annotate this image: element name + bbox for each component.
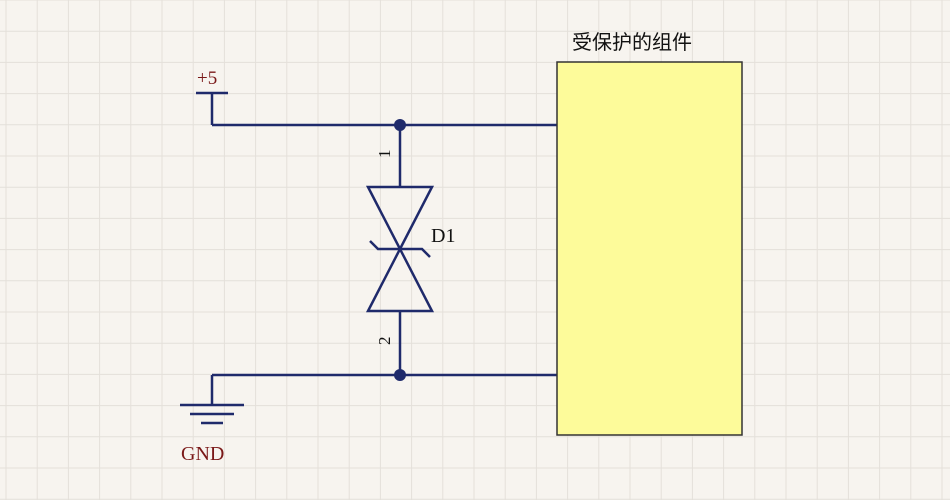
diode-zener-bar — [369, 240, 431, 258]
protected-component[interactable]: 受保护的组件 — [556, 30, 743, 436]
vcc-power-port[interactable]: +5 — [196, 68, 228, 125]
diode-pin1-number: 1 — [375, 150, 394, 159]
component-title: 受保护的组件 — [572, 30, 692, 54]
diode-lower-triangle — [365, 246, 435, 313]
vcc-label: +5 — [197, 68, 217, 89]
diode-designator: D1 — [431, 225, 455, 247]
gnd-label: GND — [181, 443, 224, 465]
diode-upper-triangle — [365, 185, 435, 252]
gnd-power-port[interactable]: GND — [180, 375, 244, 465]
diode-d1[interactable]: D1 1 2 — [365, 125, 455, 375]
diode-pin2-number: 2 — [375, 337, 394, 346]
component-body — [556, 61, 743, 436]
